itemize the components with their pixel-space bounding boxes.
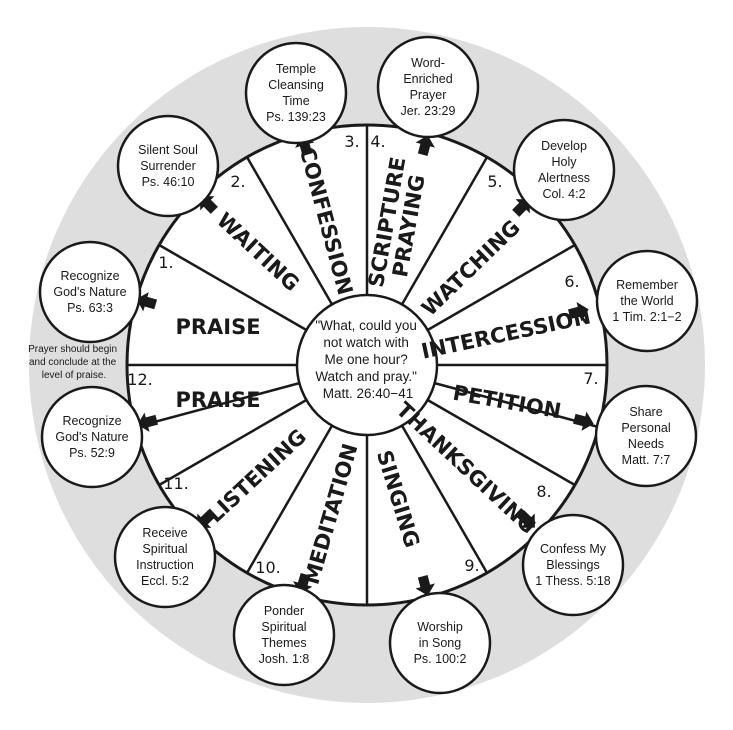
arrow-icon bbox=[517, 510, 535, 528]
outer-circle-shape bbox=[38, 240, 142, 344]
segment-number: 5. bbox=[487, 172, 502, 191]
segment-number: 1. bbox=[158, 253, 173, 272]
segment-number: 6. bbox=[564, 272, 579, 291]
outer-circle-shape bbox=[116, 114, 220, 218]
segment-number: 3. bbox=[344, 132, 359, 151]
arrow-icon bbox=[568, 302, 589, 322]
segment-number: 8. bbox=[536, 482, 551, 501]
wheel-spoke bbox=[400, 424, 489, 574]
praise-note: Prayer should begin and conclude at the … bbox=[28, 344, 120, 381]
hub-scripture: "What, could you not watch with Me one h… bbox=[315, 318, 420, 401]
arrow-icon bbox=[573, 411, 594, 431]
wheel-spoke bbox=[426, 398, 576, 487]
outer-circle-shape bbox=[232, 583, 336, 687]
outer-circle-shape bbox=[594, 384, 698, 488]
wheel-spoke bbox=[434, 381, 600, 429]
arrow-icon bbox=[415, 575, 435, 596]
wheel-spoke bbox=[400, 156, 489, 306]
wheel-spoke bbox=[158, 398, 308, 487]
outer-circle-shape bbox=[512, 118, 616, 222]
outer-circle-shape bbox=[40, 385, 144, 489]
arrow-icon bbox=[136, 292, 158, 312]
wheel-spoke bbox=[158, 243, 308, 332]
arrow-icon bbox=[415, 135, 435, 156]
segment-label: PRAISE bbox=[175, 315, 260, 339]
wheel-spoke bbox=[245, 156, 334, 306]
segment-label: PRAISE bbox=[175, 388, 260, 412]
wheel-hub bbox=[295, 293, 439, 437]
segment-number: 10. bbox=[255, 558, 280, 577]
segment-number: 2. bbox=[230, 172, 245, 191]
segment-number: 11. bbox=[163, 474, 188, 493]
outer-circle-shape bbox=[388, 591, 492, 695]
wheel-spoke bbox=[245, 424, 334, 574]
segment-number: 9. bbox=[464, 556, 479, 575]
wheel-spoke bbox=[134, 381, 300, 429]
outer-circle-shape bbox=[521, 513, 625, 617]
arrow-icon bbox=[137, 412, 158, 432]
outer-circle-shape bbox=[376, 35, 480, 139]
segment-number: 12. bbox=[127, 370, 152, 389]
outer-circle-shape bbox=[244, 41, 348, 145]
wheel-spoke bbox=[426, 243, 576, 332]
outer-circle-shape bbox=[595, 249, 699, 353]
segment-number: 7. bbox=[583, 369, 598, 388]
outer-circle-shape bbox=[113, 505, 217, 609]
segment-number: 4. bbox=[370, 132, 385, 151]
